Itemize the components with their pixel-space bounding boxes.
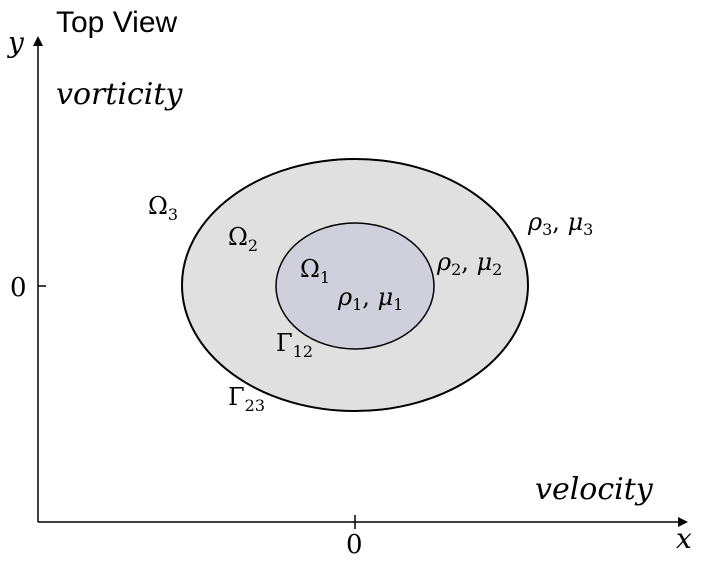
y-zero-label: 0 bbox=[10, 273, 27, 303]
gamma12-label: Γ12 bbox=[276, 329, 313, 361]
inner-domain-omega1 bbox=[275, 222, 435, 350]
y-axis-label: y bbox=[6, 26, 25, 59]
properties-omega1: ρ1, μ1 bbox=[337, 283, 403, 314]
omega3-label: Ω3 bbox=[148, 192, 178, 224]
velocity-label: velocity bbox=[535, 472, 654, 507]
omega1-label: Ω1 bbox=[300, 255, 330, 287]
gamma23-label: Γ23 bbox=[228, 383, 265, 415]
omega2-label: Ω2 bbox=[228, 223, 258, 255]
x-axis-label: x bbox=[676, 522, 692, 555]
properties-omega3: ρ3, μ3 bbox=[527, 208, 593, 239]
vorticity-label: vorticity bbox=[56, 77, 183, 112]
x-zero-label: 0 bbox=[346, 530, 363, 560]
diagram-title: Top View bbox=[56, 6, 178, 39]
properties-omega2: ρ2, μ2 bbox=[436, 248, 502, 279]
